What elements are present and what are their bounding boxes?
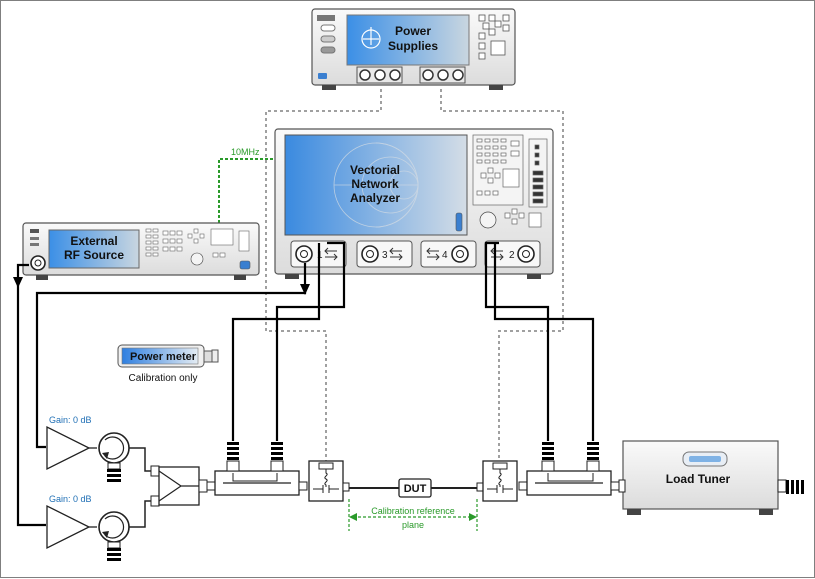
load-tuner-label: Load Tuner xyxy=(666,472,731,486)
power-meter-note: Calibration only xyxy=(129,373,198,384)
external-rf-source[interactable]: External RF Source xyxy=(22,222,260,280)
power-meter[interactable]: Power meter Calibration only xyxy=(117,344,219,384)
power-supplies-label-2: Supplies xyxy=(388,39,438,53)
cable-arrows xyxy=(13,277,310,295)
calibration-label-1: Calibration reference xyxy=(371,506,455,516)
load-tuner[interactable]: Load Tuner xyxy=(618,440,804,515)
vector-network-analyzer[interactable]: Vectorial Network Analyzer xyxy=(274,128,554,279)
port-3-label: 3 xyxy=(382,250,388,261)
amplifier-1: Gain: 0 dB xyxy=(46,415,97,471)
power-combiner xyxy=(150,465,208,507)
coupler-right xyxy=(518,442,620,496)
power-supplies-keypad xyxy=(478,14,510,60)
circulator-2 xyxy=(98,500,151,561)
calibration-reference-plane: Calibration reference plane xyxy=(348,499,478,531)
vna-label-2: Network xyxy=(351,177,399,191)
vna-port-4[interactable]: 4 xyxy=(420,240,477,268)
rf-source-keypad[interactable] xyxy=(145,228,250,266)
load-1-icon xyxy=(107,469,121,482)
calibration-label-2: plane xyxy=(402,520,424,530)
vna-label-1: Vectorial xyxy=(350,163,400,177)
amplifier-2: Gain: 0 dB xyxy=(46,494,97,550)
reference-label: 10MHz xyxy=(231,147,260,157)
termination-icon xyxy=(786,480,804,494)
vna-label-3: Analyzer xyxy=(350,191,400,205)
vna-keypad[interactable] xyxy=(472,134,548,229)
power-supplies[interactable]: Power Supplies xyxy=(311,8,516,90)
bias-tee-right xyxy=(476,460,518,502)
port-4-label: 4 xyxy=(442,250,448,261)
coupler-left xyxy=(206,442,308,496)
dc-supply-lines xyxy=(265,89,564,463)
power-meter-label: Power meter xyxy=(130,351,197,363)
reference-10mhz-line: 10MHz xyxy=(218,147,289,223)
load-2-icon xyxy=(107,548,121,561)
dut-label: DUT xyxy=(404,483,427,495)
vna-port-2[interactable]: 2 xyxy=(484,240,541,268)
bias-tee-left xyxy=(308,460,350,502)
port-2-label: 2 xyxy=(509,250,515,261)
amplifier-2-gain: Gain: 0 dB xyxy=(49,494,92,504)
dut[interactable]: DUT xyxy=(349,478,481,498)
power-supplies-label-1: Power xyxy=(395,24,431,38)
rf-output-connector[interactable] xyxy=(30,255,46,271)
power-supplies-outputs[interactable] xyxy=(356,66,466,84)
vna-port-3[interactable]: 3 xyxy=(356,240,413,268)
amplifier-1-gain: Gain: 0 dB xyxy=(49,415,92,425)
circulator-1 xyxy=(98,432,151,482)
smith-chart-icon xyxy=(333,142,419,228)
rf-source-label-2: RF Source xyxy=(64,248,124,262)
rf-cables xyxy=(16,241,595,527)
power-icon xyxy=(361,27,381,49)
rf-source-label-1: External xyxy=(70,234,117,248)
